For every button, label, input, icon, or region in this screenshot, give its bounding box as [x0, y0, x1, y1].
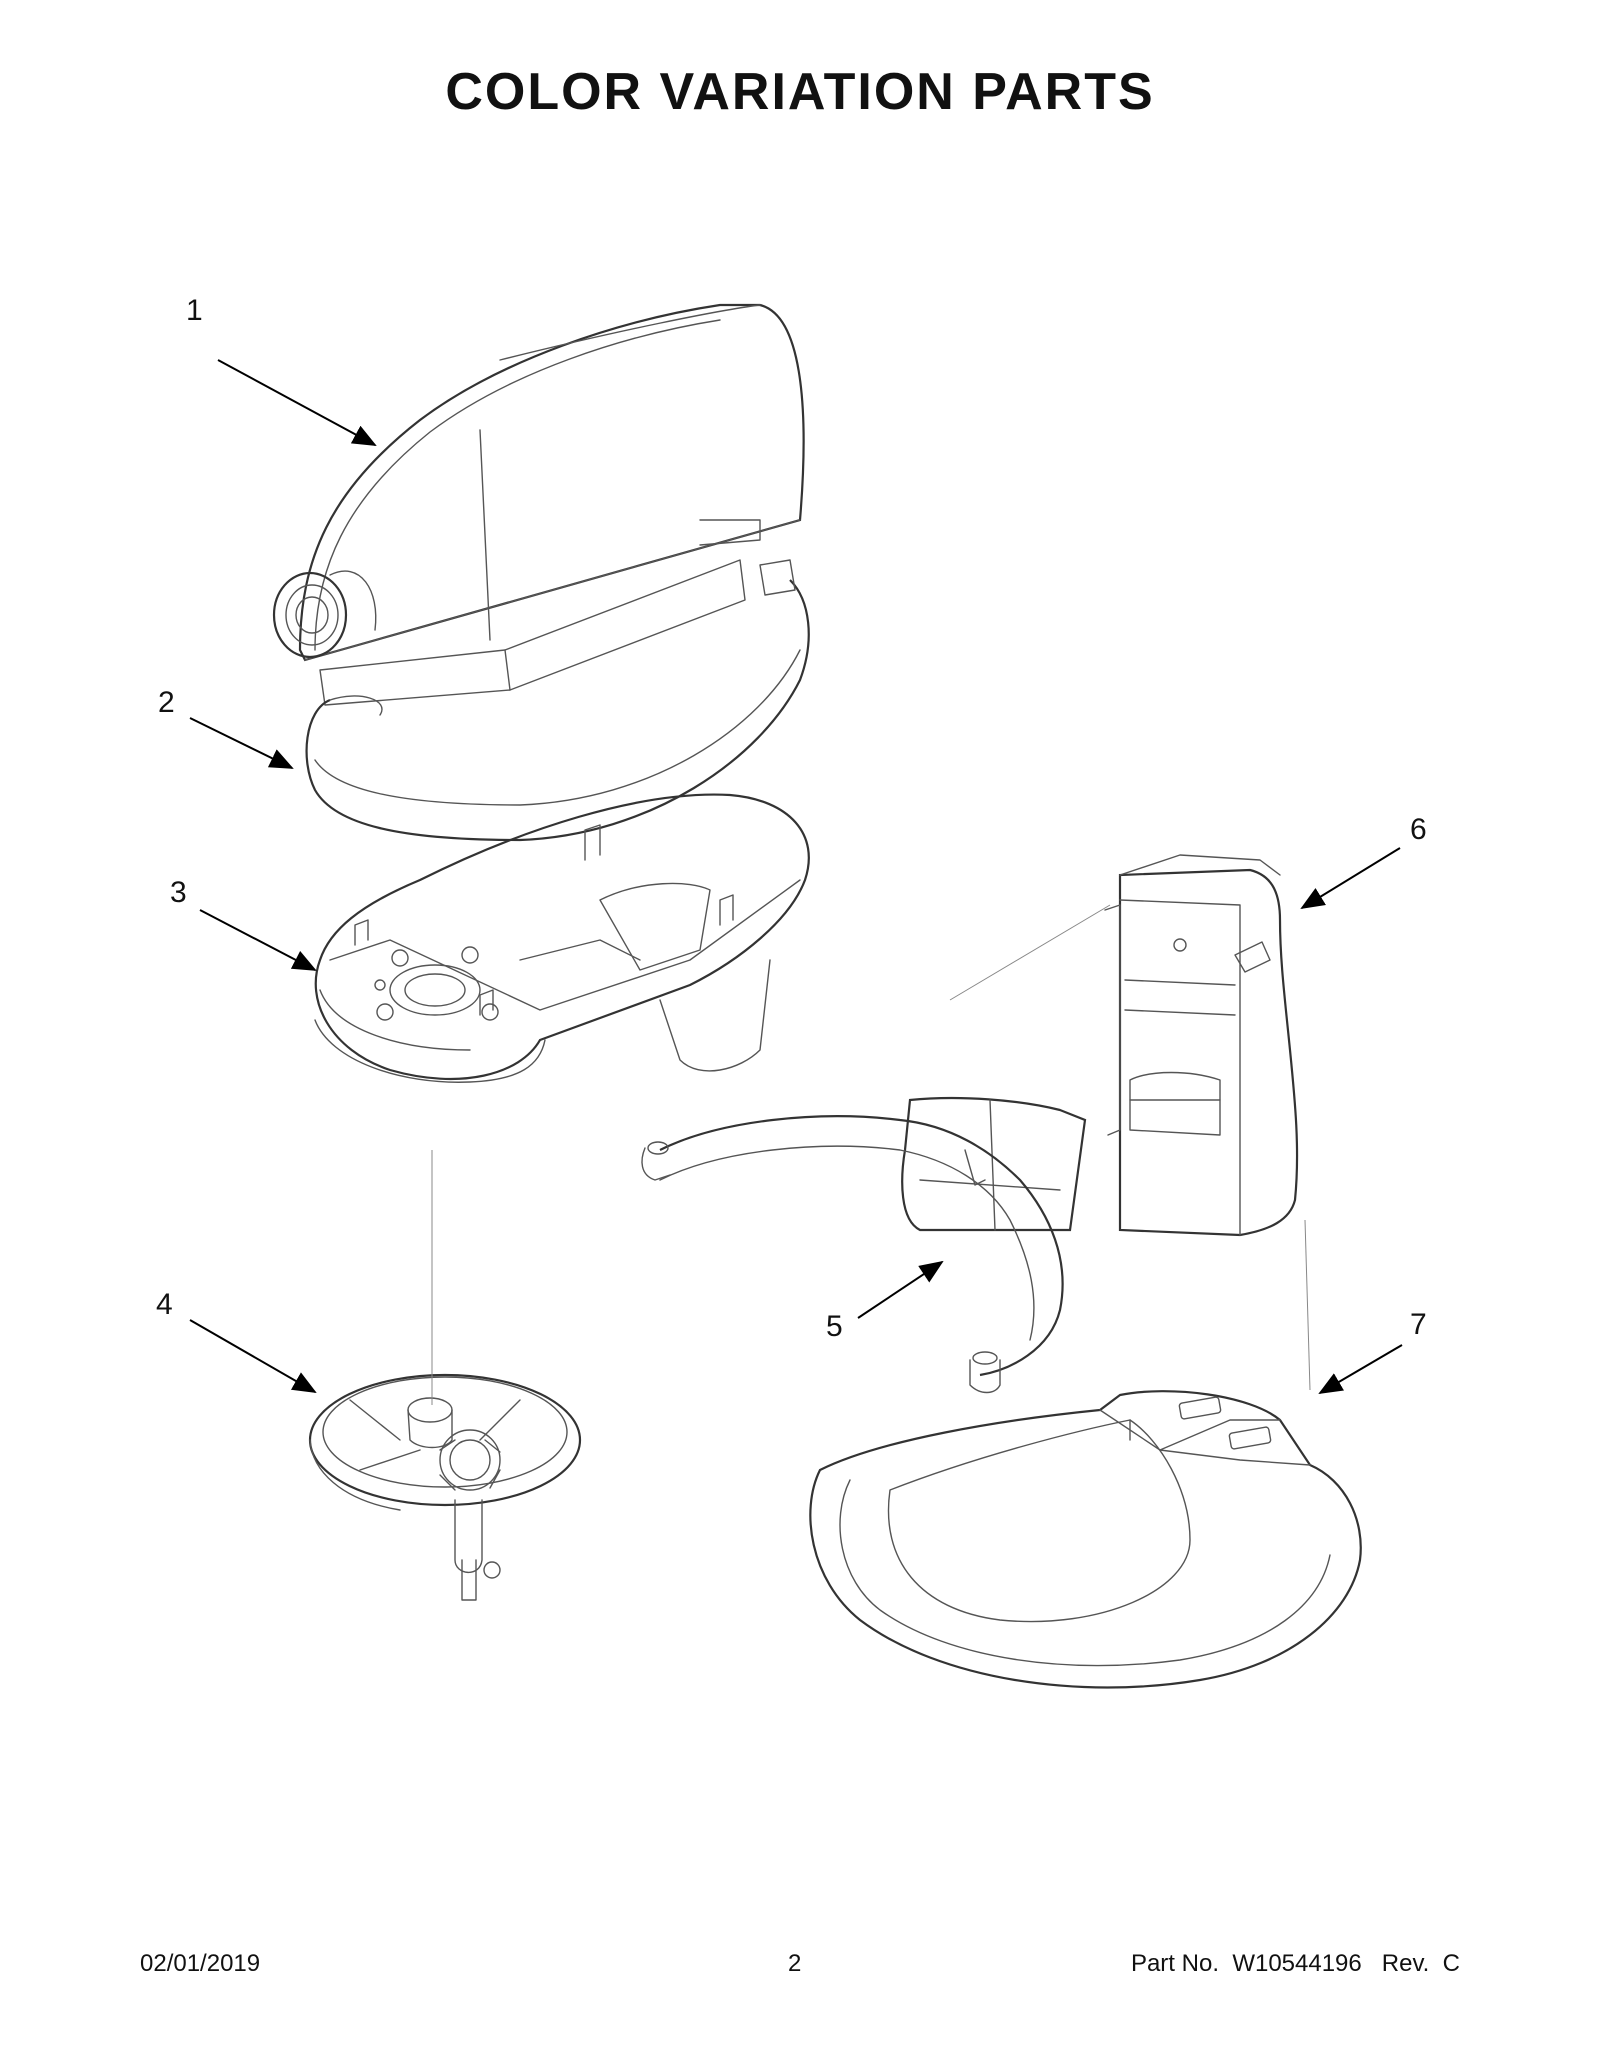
callout-part-1: 1: [186, 294, 203, 327]
alignment-lines: [431, 904, 1311, 1405]
callout-part-5: 5: [826, 1310, 843, 1343]
footer-page-number: 2: [788, 1950, 802, 1977]
leader-arrows: [189, 359, 1403, 1395]
callout-part-4: 4: [156, 1288, 173, 1321]
part-7-base: [809, 1390, 1362, 1689]
arrow-part-4: [189, 1319, 317, 1393]
callout-part-2: 2: [158, 686, 175, 719]
arrow-part-7: [1318, 1344, 1403, 1395]
footer-date: 02/01/2019: [140, 1950, 261, 1977]
callout-part-7: 7: [1410, 1308, 1427, 1341]
arrow-part-2: [189, 717, 294, 769]
footer-part-number: Part No. W10544196 Rev. C: [1130, 1950, 1460, 1977]
arrow-part-1: [217, 359, 377, 446]
callout-part-6: 6: [1410, 813, 1427, 846]
part-6-pedestal-column: [1104, 854, 1299, 1237]
part-3-gear-housing: [314, 793, 810, 1083]
arrow-part-6: [1300, 847, 1401, 910]
callout-part-3: 3: [170, 876, 187, 909]
part-2-trim-band: [305, 559, 810, 842]
part-5-bowl-clamp: [641, 1096, 1087, 1394]
part-4-planetary-assembly: [308, 1373, 582, 1601]
page-title: COLOR VARIATION PARTS: [445, 63, 1155, 121]
arrow-part-3: [199, 909, 317, 971]
part-1-motor-housing: [272, 303, 805, 706]
arrow-part-5: [857, 1260, 944, 1319]
